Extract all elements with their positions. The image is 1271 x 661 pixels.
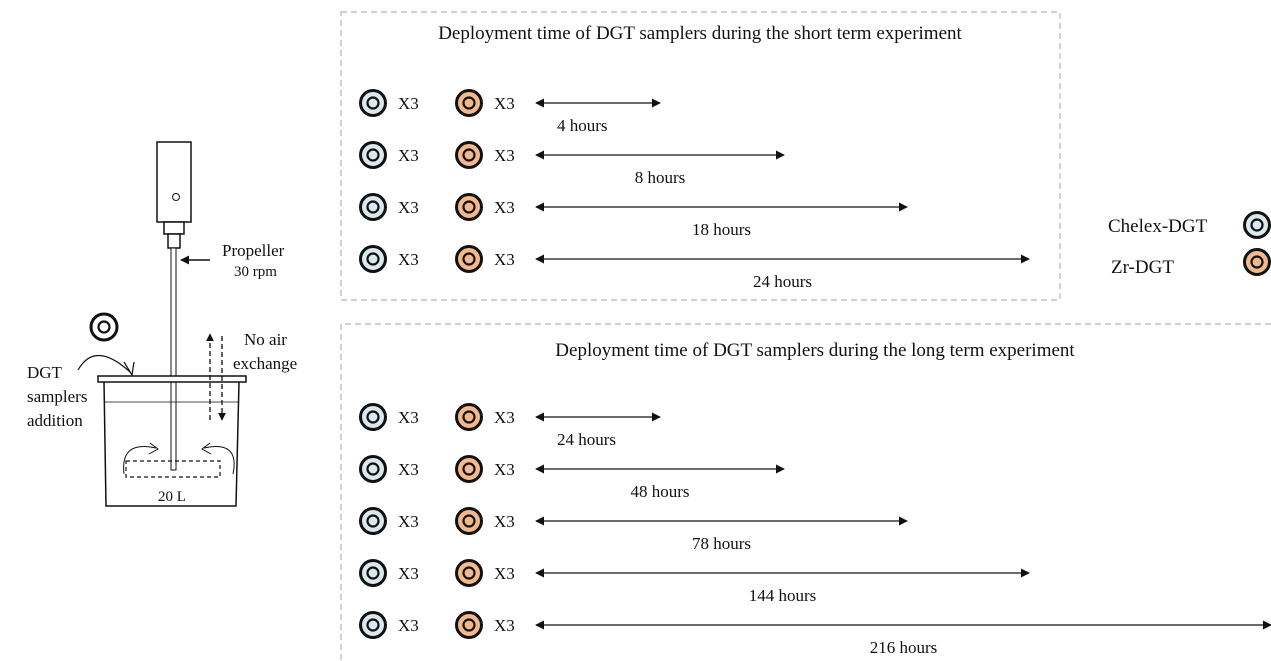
container-lid (97, 375, 247, 383)
deployment-row: X3 X3 78 hours (359, 507, 908, 553)
deployment-row: X3 X3 216 hours (359, 611, 1271, 657)
duration-label: 216 hours (870, 638, 938, 657)
chelex-dgt-icon (359, 141, 387, 169)
deployment-row: X3 X3 24 hours (359, 403, 661, 449)
long-term-title: Deployment time of DGT samplers during t… (555, 340, 1075, 361)
duration-label: 78 hours (692, 534, 751, 553)
chelex-dgt-icon (359, 611, 387, 639)
addition-label-2: samplers (27, 387, 87, 406)
zr-dgt-icon (455, 193, 483, 221)
zr-count: X3 (494, 564, 515, 583)
chelex-count: X3 (398, 198, 419, 217)
zr-dgt-icon (455, 507, 483, 535)
duration-label: 8 hours (635, 168, 686, 187)
volume-label: 20 L (158, 489, 186, 505)
chelex-count: X3 (398, 512, 419, 531)
duration-label: 4 hours (557, 116, 608, 135)
air-label-2: exchange (233, 354, 297, 373)
chelex-count: X3 (398, 460, 419, 479)
long-term-panel (340, 323, 1271, 661)
air-label-1: No air (244, 330, 287, 349)
zr-dgt-icon (455, 559, 483, 587)
deployment-row: X3 X3 144 hours (359, 559, 1030, 605)
deployment-row: X3 X3 48 hours (359, 455, 785, 501)
addition-label-3: addition (27, 411, 83, 430)
stirrer-motor (156, 141, 192, 223)
legend-label-zr: Zr-DGT (1111, 257, 1174, 278)
stirring-zone (125, 460, 221, 478)
zr-count: X3 (494, 512, 515, 531)
duration-label: 24 hours (557, 430, 616, 449)
container-body (103, 381, 240, 507)
legend-label-chelex: Chelex-DGT (1108, 216, 1208, 237)
duration-label: 18 hours (692, 220, 751, 239)
addition-arrow (77, 354, 131, 373)
zr-count: X3 (494, 250, 515, 269)
duration-label: 144 hours (749, 586, 817, 605)
chelex-dgt-icon (359, 559, 387, 587)
chelex-count: X3 (398, 564, 419, 583)
deployment-row: X3 X3 4 hours (359, 89, 661, 135)
deployment-row: X3 X3 24 hours (359, 245, 1030, 291)
chelex-dgt-icon (359, 455, 387, 483)
addition-label-1: DGT (27, 363, 63, 382)
deployment-row: X3 X3 18 hours (359, 193, 908, 239)
chelex-count: X3 (398, 616, 419, 635)
short-term-panel (340, 11, 1061, 301)
chelex-dgt-icon (359, 403, 387, 431)
zr-dgt-icon (455, 403, 483, 431)
zr-dgt-icon (455, 245, 483, 273)
motor-indicator (172, 193, 180, 201)
zr-dgt-icon (455, 611, 483, 639)
propeller-label: Propeller (222, 241, 285, 260)
chelex-dgt-icon (359, 89, 387, 117)
zr-dgt-icon (455, 455, 483, 483)
motor-coupling-2 (167, 233, 181, 249)
legend: Chelex-DGT Zr-DGT (1108, 211, 1271, 278)
legend-zr-icon (1243, 248, 1271, 276)
addition-arrow-head (123, 361, 135, 377)
duration-label: 24 hours (753, 272, 812, 291)
chelex-dgt-icon (359, 507, 387, 535)
zr-count: X3 (494, 616, 515, 635)
legend-chelex-inner (1250, 218, 1264, 232)
zr-count: X3 (494, 408, 515, 427)
experimental-setup: Propeller 30 rpm DGT samplers addition 2… (27, 141, 297, 507)
motor-coupling-1 (163, 221, 185, 235)
chelex-count: X3 (398, 408, 419, 427)
zr-dgt-icon (455, 89, 483, 117)
circulation-arrow-left (123, 446, 157, 475)
propeller-speed: 30 rpm (234, 264, 277, 280)
dgt-sampler-icon (89, 312, 119, 342)
chelex-dgt-icon (359, 245, 387, 273)
zr-dgt-icon (455, 141, 483, 169)
legend-chelex-icon (1243, 211, 1271, 239)
chelex-count: X3 (398, 146, 419, 165)
zr-count: X3 (494, 460, 515, 479)
short-term-title: Deployment time of DGT samplers during t… (438, 23, 962, 44)
chelex-dgt-icon (359, 193, 387, 221)
deployment-row: X3 X3 8 hours (359, 141, 785, 187)
chelex-count: X3 (398, 250, 419, 269)
zr-count: X3 (494, 94, 515, 113)
zr-count: X3 (494, 146, 515, 165)
circulation-arrow-right (203, 446, 235, 475)
duration-label: 48 hours (630, 482, 689, 501)
zr-count: X3 (494, 198, 515, 217)
propeller-shaft (170, 247, 177, 471)
chelex-count: X3 (398, 94, 419, 113)
legend-zr-inner (1250, 255, 1264, 269)
